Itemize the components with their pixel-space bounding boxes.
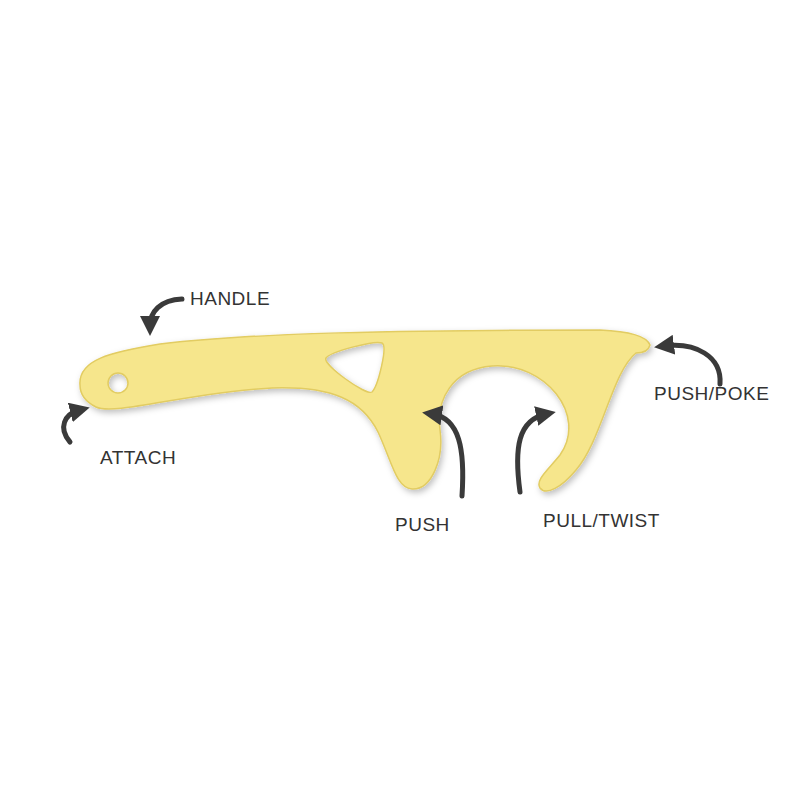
callout-arrow <box>432 414 463 496</box>
callout-arrow <box>518 414 546 492</box>
callout-arrow <box>150 299 182 326</box>
callout-arrow <box>64 410 80 442</box>
callout-label: HANDLE <box>190 289 270 308</box>
door-opener-tool <box>80 330 650 491</box>
callout-label: PUSH <box>395 515 450 534</box>
callout-arrow <box>664 345 720 384</box>
callout-label: PUSH/POKE <box>654 384 769 403</box>
callout-label: PULL/TWIST <box>543 511 660 530</box>
callout-label: ATTACH <box>100 448 176 467</box>
